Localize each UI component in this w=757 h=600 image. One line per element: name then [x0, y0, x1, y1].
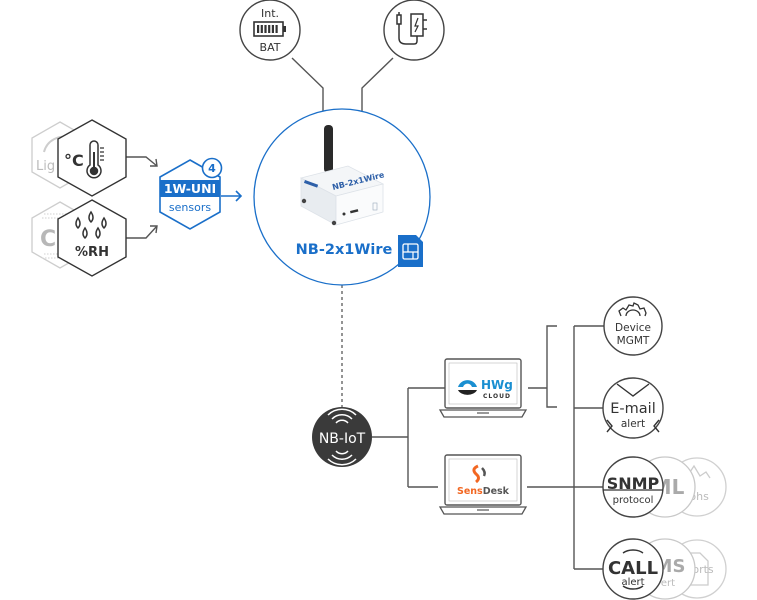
laptop-icon	[438, 454, 528, 515]
sensdesk-part2: Desk	[483, 486, 510, 497]
hub-count-badge	[201, 157, 223, 179]
email-line2: alert	[621, 418, 645, 430]
temperature-sensor[interactable]: °C	[57, 119, 127, 197]
humidity-connector	[126, 225, 158, 239]
battery-icon	[253, 21, 286, 37]
device-mgmt-service[interactable]: Device MGMT	[603, 296, 663, 356]
hwg-sub: CLOUD	[483, 393, 511, 400]
signal-waves-icon	[327, 408, 357, 466]
device-mgmt-line1: Device	[615, 322, 651, 334]
gear-icon	[618, 302, 647, 317]
battery-top-label: Int.	[261, 7, 279, 20]
svg-text:ert: ert	[661, 578, 675, 589]
thermometer-icon	[86, 140, 104, 179]
connectors	[126, 57, 607, 570]
sensdesk-platform[interactable]: SensDesk	[438, 454, 528, 515]
device-mgmt-line2: MGMT	[617, 335, 650, 347]
nbiot-platforms-connector	[372, 387, 445, 488]
call-service[interactable]: CALL alert	[602, 538, 664, 600]
hwg-brand: HWg	[481, 378, 513, 392]
adapter-connector	[361, 57, 394, 112]
call-line1: CALL	[608, 558, 658, 579]
nb-iot-label: NB-IoT	[319, 431, 366, 447]
hub-count: 4	[208, 162, 216, 175]
humidity-arrow	[150, 225, 158, 234]
temp-connector	[126, 156, 158, 167]
snmp-service[interactable]: SNMP protocol	[602, 456, 664, 518]
services-trunk	[573, 325, 605, 570]
sensdesk-logo: SensDesk	[457, 464, 510, 497]
device-box-image: NB-2x1Wire	[299, 165, 386, 226]
snmp-line1: SNMP	[607, 474, 660, 493]
humidity-label: %RH	[75, 245, 109, 260]
hwg-cloud-platform[interactable]: HWg CLOUD	[438, 358, 528, 418]
svg-text:orts: orts	[692, 563, 714, 576]
hub-arrow	[221, 190, 243, 202]
envelope-icon	[606, 383, 660, 433]
power-adapter-icon	[396, 12, 427, 45]
battery-node[interactable]: Int. BAT	[239, 0, 301, 61]
hwg-cloud-logo: HWg CLOUD	[458, 378, 513, 400]
temp-arrow	[150, 158, 158, 167]
hub-subtitle: sensors	[169, 201, 211, 214]
nb-iot-node[interactable]: NB-IoT	[312, 407, 372, 467]
droplets-icon	[75, 210, 107, 240]
hub-title: 1W-UNI	[164, 181, 216, 196]
adapter-node[interactable]	[383, 0, 445, 61]
email-service[interactable]: E-mail alert	[602, 377, 664, 439]
battery-bottom-label: BAT	[260, 41, 281, 54]
snmp-line2: protocol	[613, 495, 654, 506]
sim-card-icon	[398, 235, 423, 267]
1w-uni-hub[interactable]: 1W-UNI sensors 4	[159, 157, 243, 230]
sensdesk-part1: Sens	[457, 486, 483, 497]
email-line1: E-mail	[610, 401, 655, 417]
cloud-bracket	[528, 325, 557, 408]
svg-text:C: C	[40, 227, 56, 252]
svg-text:SensDesk: SensDesk	[457, 486, 510, 497]
device-name: NB-2x1Wire	[296, 242, 393, 258]
call-waves-icon	[622, 549, 644, 590]
nb-2x1wire-device[interactable]: NB-2x1Wire NB-2x1Wire	[253, 108, 431, 286]
antenna-icon	[324, 125, 333, 173]
svg-text:Lig: Lig	[36, 159, 55, 174]
call-line2: alert	[621, 577, 644, 588]
humidity-sensor[interactable]: %RH	[57, 199, 127, 277]
temperature-label: °C	[64, 151, 84, 170]
battery-connector	[291, 57, 324, 112]
